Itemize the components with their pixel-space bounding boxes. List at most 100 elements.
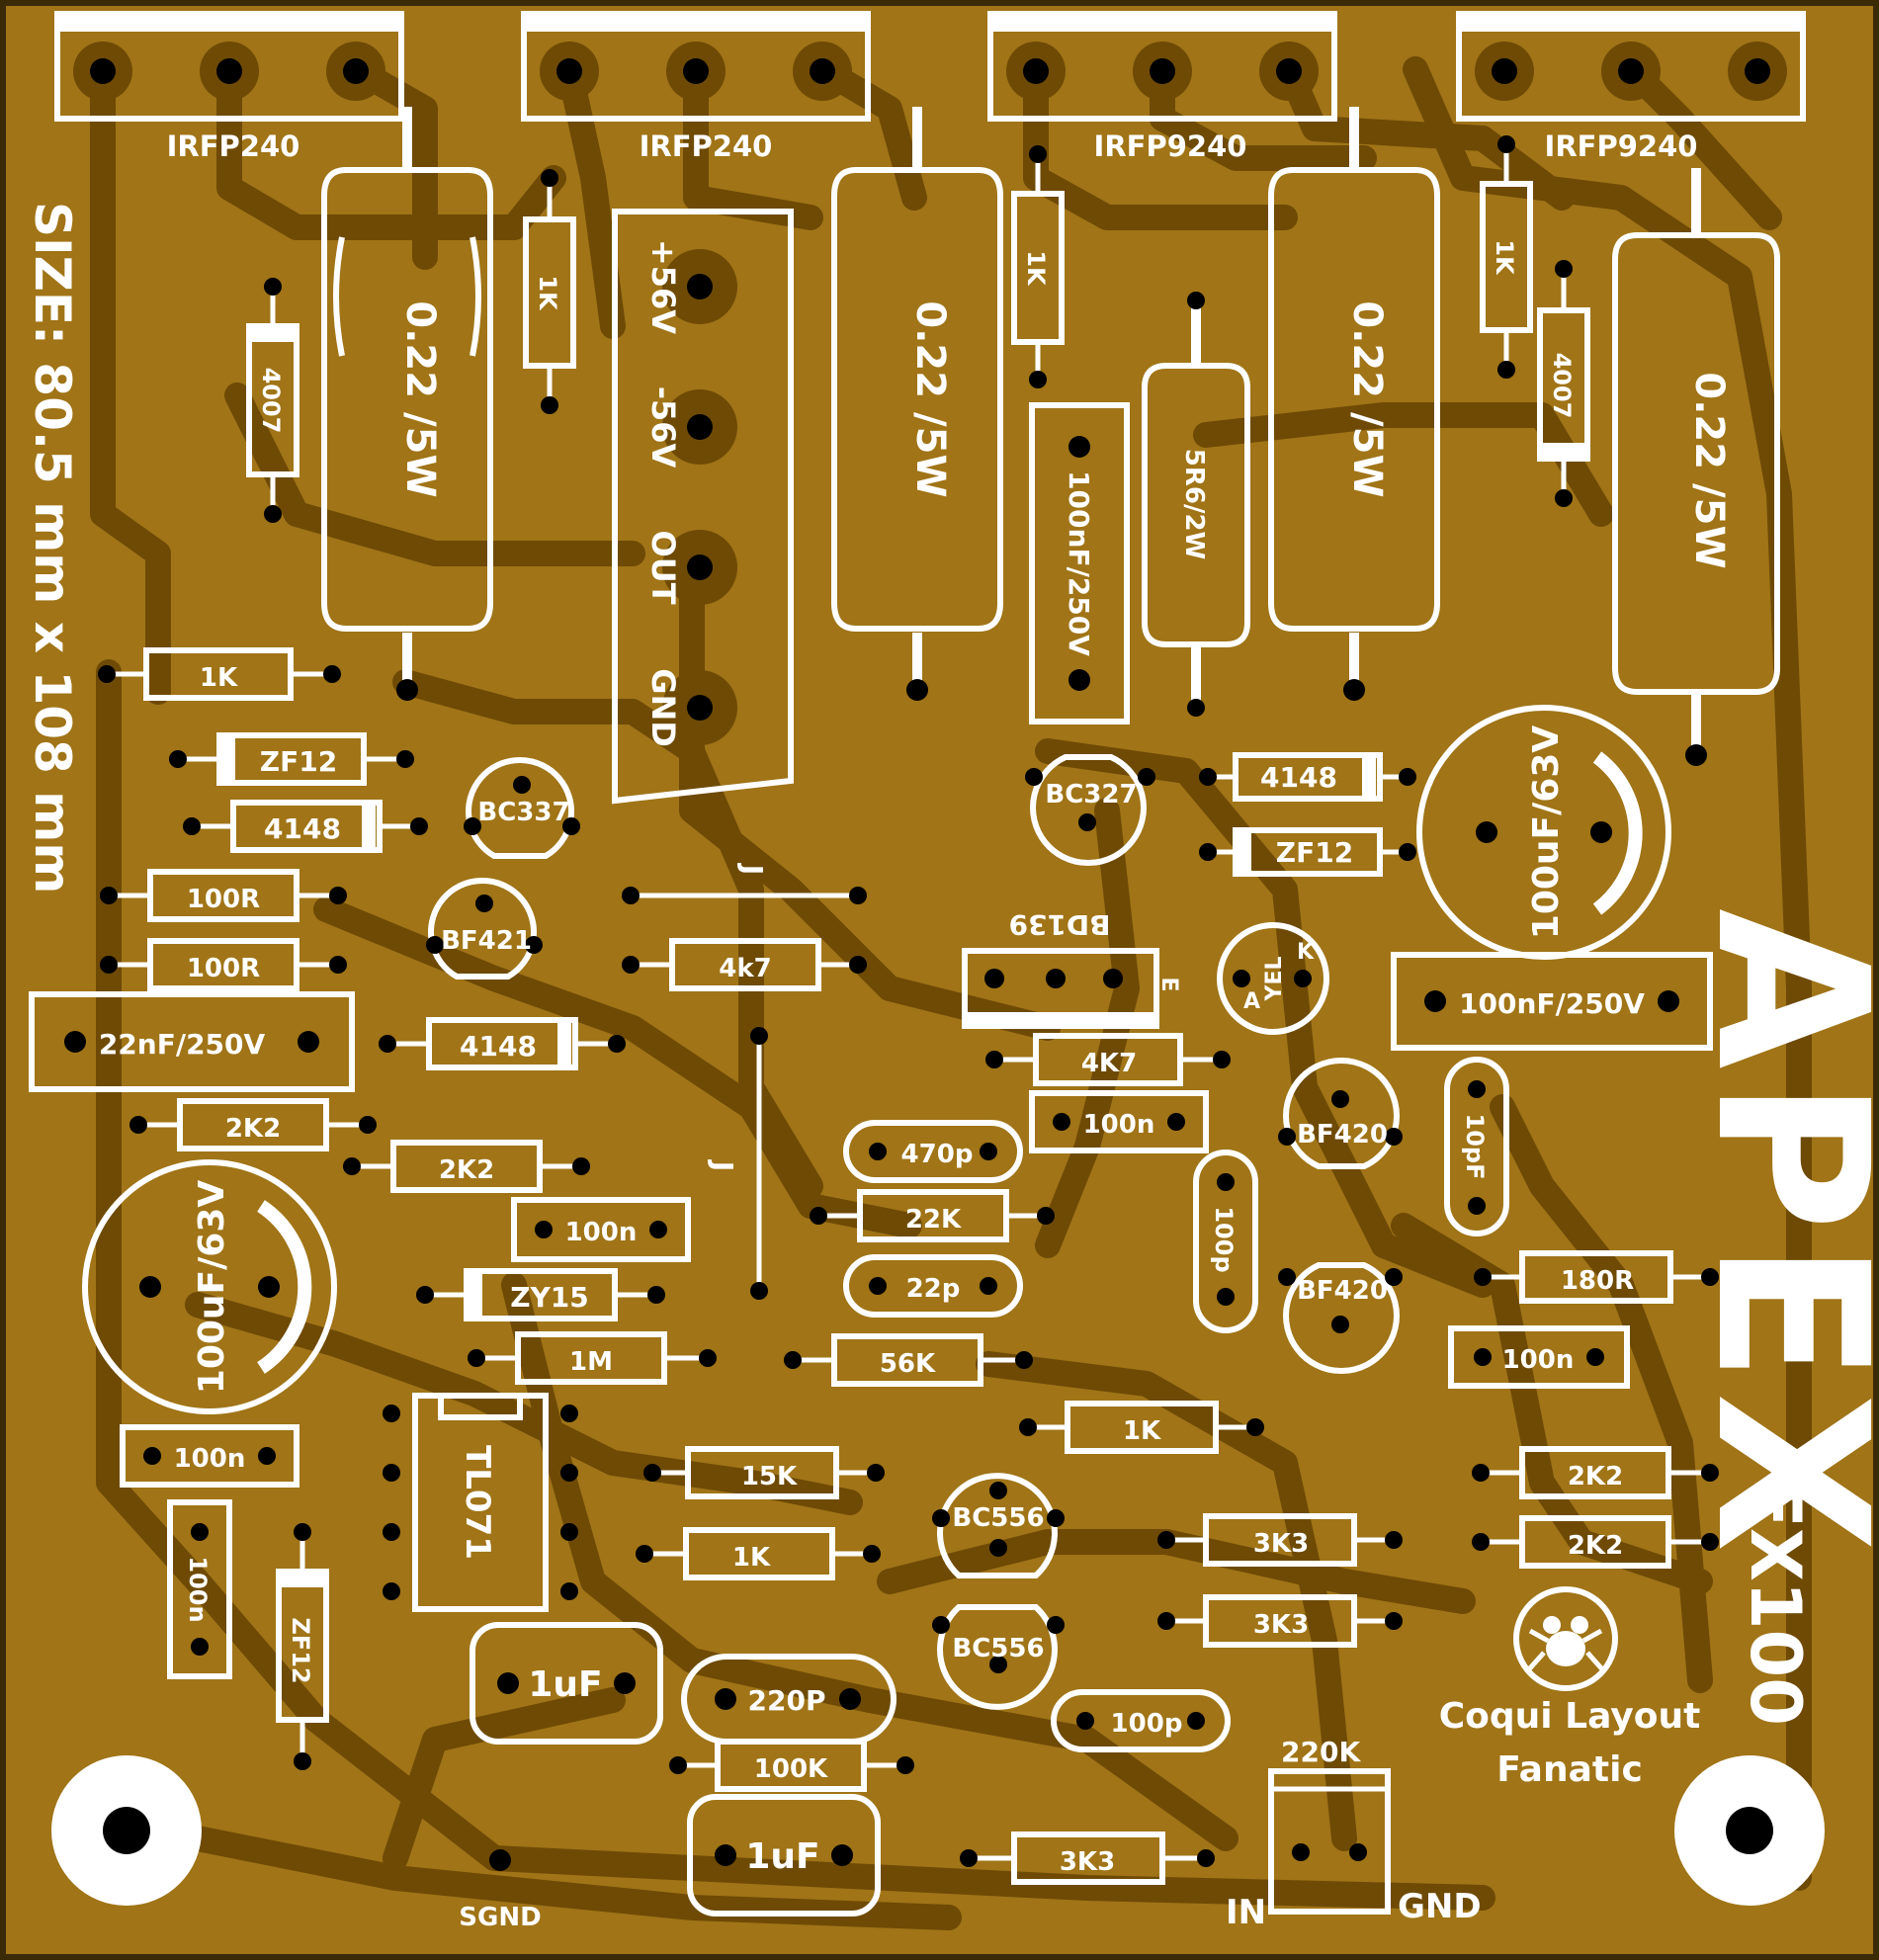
svg-text:2K2: 2K2 bbox=[225, 1114, 281, 1144]
svg-text:4148: 4148 bbox=[1260, 761, 1337, 794]
svg-text:56K: 56K bbox=[880, 1349, 936, 1379]
svg-text:TL071: TL071 bbox=[458, 1445, 497, 1560]
svg-text:A: A bbox=[1243, 989, 1260, 1014]
resistor-15k: 15K bbox=[643, 1446, 885, 1499]
transistor-bc327: BC327 bbox=[1025, 754, 1155, 866]
svg-text:470p: 470p bbox=[901, 1140, 974, 1169]
pin-minus56v: -56V bbox=[644, 386, 682, 469]
svg-text:4k7: 4k7 bbox=[719, 954, 771, 983]
svg-text:22p: 22p bbox=[906, 1274, 961, 1304]
svg-text:1K: 1K bbox=[732, 1543, 771, 1573]
svg-text:100uF/63V: 100uF/63V bbox=[192, 1180, 232, 1395]
svg-text:1K: 1K bbox=[200, 663, 238, 693]
ic-tl071: TL071 bbox=[383, 1393, 578, 1612]
power-connector: +56V -56V OUT GND bbox=[612, 209, 794, 805]
svg-text:10pF: 10pF bbox=[1461, 1114, 1489, 1180]
svg-text:100n: 100n bbox=[1502, 1345, 1575, 1375]
svg-text:1K: 1K bbox=[1123, 1416, 1161, 1446]
resistor-5r6-2w: 5R6/2W bbox=[1142, 292, 1250, 717]
svg-text:3K3: 3K3 bbox=[1060, 1847, 1115, 1877]
resistor-value: 0.22 /5W bbox=[1686, 372, 1732, 568]
svg-text:180R: 180R bbox=[1561, 1266, 1634, 1296]
frog-logo bbox=[1513, 1586, 1618, 1691]
capacitor-100n-b: 100n bbox=[120, 1424, 299, 1488]
power-resistor-2: 0.22 /5W bbox=[831, 107, 1003, 701]
jumper-horizontal: J bbox=[622, 863, 867, 904]
svg-text:K: K bbox=[1297, 940, 1315, 965]
irfp-label: IRFP240 bbox=[167, 129, 300, 163]
transistor-bc337: BC337 bbox=[464, 756, 580, 859]
mounting-hole-drill bbox=[103, 1807, 150, 1854]
svg-text:22nF/250V: 22nF/250V bbox=[99, 1028, 266, 1061]
svg-text:BD139: BD139 bbox=[1008, 908, 1110, 941]
svg-text:BF421: BF421 bbox=[441, 926, 532, 956]
diode-4007-right: 4007 bbox=[1537, 260, 1590, 507]
electrolytic-cap-100uf-right: 100uF/63V bbox=[1416, 705, 1671, 960]
input-connector: 220K IN GND bbox=[1226, 1736, 1482, 1932]
pin-out: OUT bbox=[644, 530, 682, 604]
capacitor-100nf-250v-horizontal: 100nF/250V bbox=[1391, 952, 1713, 1051]
zener-zf12-right: ZF12 bbox=[1199, 827, 1416, 877]
svg-text:4007: 4007 bbox=[1548, 353, 1576, 419]
resistor-180r: 180R bbox=[1474, 1250, 1719, 1304]
resistor-2k2-a: 2K2 bbox=[129, 1098, 377, 1151]
transistor-irfp-4: IRFP9240 bbox=[1456, 11, 1806, 163]
transistor-irfp-1: IRFP240 bbox=[54, 11, 404, 163]
capacitor-22p: 22p bbox=[843, 1254, 1023, 1318]
svg-text:J: J bbox=[707, 1159, 739, 1171]
svg-text:ZY15: ZY15 bbox=[510, 1281, 589, 1314]
resistor-1k-middle: 1K bbox=[636, 1527, 881, 1580]
svg-text:3K3: 3K3 bbox=[1253, 1610, 1309, 1640]
resistor-100r-b: 100R bbox=[100, 938, 347, 991]
svg-text:4148: 4148 bbox=[460, 1030, 537, 1063]
svg-text:4007: 4007 bbox=[257, 368, 285, 434]
resistor-1k-top-b: 1K bbox=[1011, 145, 1065, 388]
svg-text:2K2: 2K2 bbox=[439, 1155, 494, 1185]
svg-text:100p: 100p bbox=[1210, 1206, 1238, 1272]
mounting-hole-drill bbox=[1726, 1807, 1773, 1854]
svg-text:E: E bbox=[1156, 977, 1181, 991]
svg-text:BF420: BF420 bbox=[1297, 1276, 1388, 1306]
svg-text:100nF/250V: 100nF/250V bbox=[1459, 987, 1645, 1020]
svg-text:1K: 1K bbox=[1022, 250, 1050, 287]
resistor-1m: 1M bbox=[468, 1331, 717, 1385]
capacitor-1uf-a: 1uF bbox=[470, 1622, 663, 1745]
diode-4007-left: 4007 bbox=[246, 278, 299, 523]
pin-gnd: GND bbox=[644, 668, 682, 747]
resistor-value: 0.22 /5W bbox=[907, 300, 953, 497]
resistor-1k-lower: 1K bbox=[1019, 1401, 1264, 1454]
transistor-irfp-3: IRFP9240 bbox=[987, 11, 1337, 163]
input-label: IN bbox=[1226, 1893, 1266, 1932]
capacitor-220p: 220P bbox=[681, 1654, 897, 1745]
capacitor-10pf: 10pF bbox=[1444, 1057, 1509, 1236]
svg-text:BC327: BC327 bbox=[1045, 780, 1137, 810]
resistor-1k-top-a: 1K bbox=[523, 169, 576, 414]
svg-text:BF420: BF420 bbox=[1297, 1120, 1388, 1150]
irfp-label: IRFP240 bbox=[640, 129, 773, 163]
svg-text:1K: 1K bbox=[1491, 239, 1518, 276]
led-yellow: A K YEL bbox=[1217, 922, 1329, 1035]
resistor-value: 0.22 /5W bbox=[397, 300, 443, 497]
resistor-2k2-b: 2K2 bbox=[343, 1140, 590, 1193]
irfp-label: IRFP9240 bbox=[1094, 129, 1247, 163]
credit-line-1: Coqui Layout bbox=[1439, 1696, 1701, 1737]
resistor-2k2-d: 2K2 bbox=[1472, 1515, 1719, 1569]
svg-text:BC556: BC556 bbox=[952, 1503, 1044, 1533]
resistor-56k: 56K bbox=[784, 1333, 1033, 1387]
power-resistor-1: 0.22 /5W bbox=[321, 107, 493, 701]
input-pot-label: 220K bbox=[1281, 1736, 1361, 1768]
resistor-4k7-a: 4k7 bbox=[622, 938, 867, 991]
transistor-bd139: BD139 E bbox=[962, 908, 1181, 1029]
svg-text:1M: 1M bbox=[569, 1347, 613, 1377]
svg-text:22K: 22K bbox=[905, 1205, 962, 1235]
resistor-1k-left: 1K bbox=[98, 647, 341, 701]
capacitor-1uf-b: 1uF bbox=[687, 1794, 881, 1917]
resistor-2k2-c: 2K2 bbox=[1472, 1446, 1719, 1499]
svg-text:1uF: 1uF bbox=[745, 1836, 819, 1877]
svg-text:1uF: 1uF bbox=[528, 1664, 602, 1705]
capacitor-22nf-250v: 22nF/250V bbox=[29, 991, 355, 1092]
model-label: FX100 bbox=[1735, 1481, 1816, 1726]
resistor-4k7-b: 4K7 bbox=[985, 1033, 1231, 1086]
